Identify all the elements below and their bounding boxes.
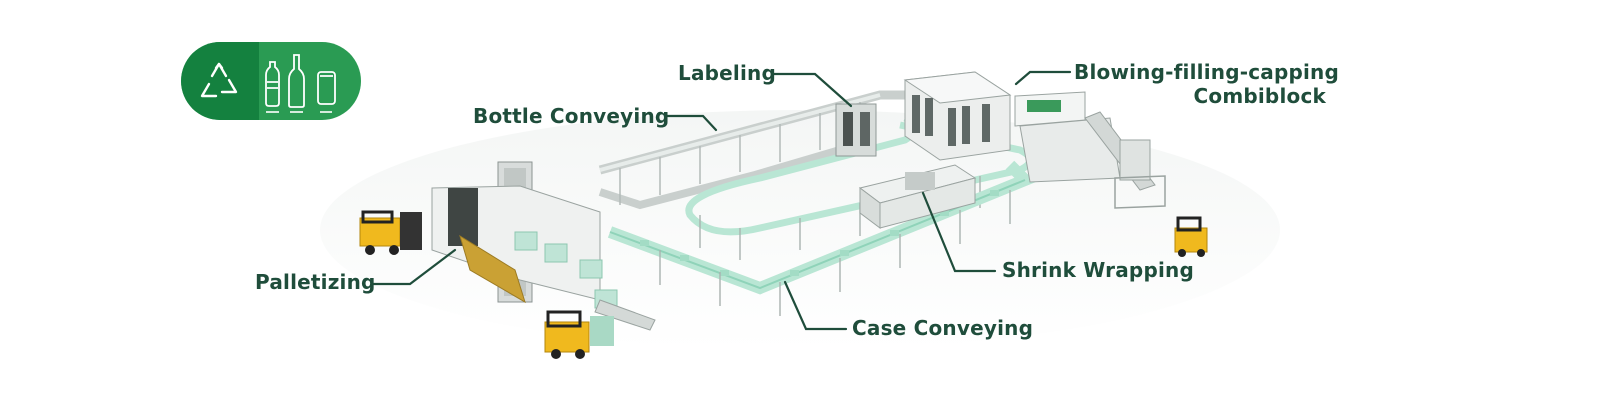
leader-labeling <box>772 72 853 108</box>
leader-shrink-wrapping <box>921 191 997 273</box>
forklift-right <box>1174 216 1208 257</box>
label-palletizing: Palletizing <box>255 270 376 294</box>
water-bottle-icon <box>265 61 280 107</box>
palletizer <box>431 161 656 331</box>
label-bottle-conveying: Bottle Conveying <box>473 104 670 128</box>
badge-dark-segment <box>181 42 259 120</box>
recycle-icon <box>200 62 238 98</box>
forklift-left <box>359 210 422 255</box>
label-labeling: Labeling <box>678 61 776 85</box>
label-combiblock-line2: Combiblock <box>1193 84 1326 108</box>
forklift-bottom <box>544 310 614 359</box>
label-case-conveying: Case Conveying <box>852 316 1034 340</box>
leader-bottle-conveying <box>663 114 718 132</box>
leader-palletizing <box>370 248 457 286</box>
leader-case-conveying <box>783 280 848 331</box>
glass-bottle-icon <box>288 54 305 108</box>
packaging-badge <box>181 42 361 120</box>
label-combiblock: Blowing-filling-capping Combiblock <box>1074 60 1340 108</box>
label-combiblock-line1: Blowing-filling-capping <box>1074 60 1340 84</box>
labeling-machine <box>835 103 877 157</box>
can-icon <box>317 71 336 105</box>
case-conveyor <box>607 160 1036 316</box>
label-shrink-wrapping: Shrink Wrapping <box>1002 258 1194 282</box>
leader-combiblock <box>1014 70 1072 86</box>
combiblock-machine <box>903 71 1166 209</box>
